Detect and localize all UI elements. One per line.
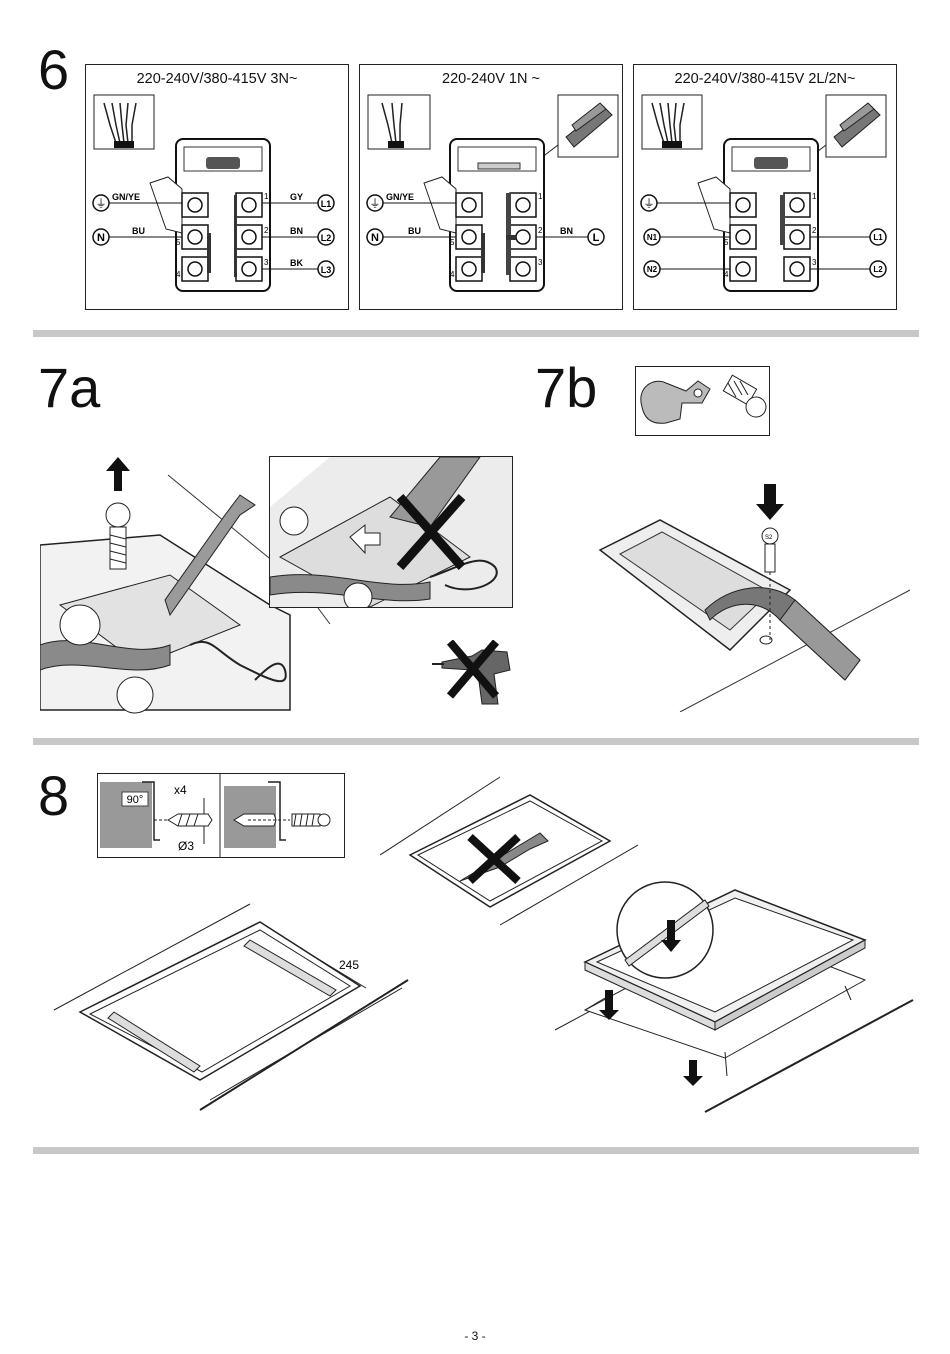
panel-title: 220-240V 1N ~	[360, 71, 622, 87]
wire-label-bn: BN	[560, 226, 573, 236]
l3-symbol: L3	[321, 265, 332, 275]
terminal-number: 2	[538, 226, 543, 235]
panel-title: 220-240V/380-415V 3N~	[86, 71, 348, 87]
terminal-number: 3	[264, 258, 269, 267]
clamp-screw-parts	[636, 367, 769, 435]
step-number-7a: 7a	[38, 360, 100, 416]
angle-label: 90°	[127, 794, 144, 806]
terminal-number: 2	[264, 226, 269, 235]
section-divider	[33, 1147, 919, 1154]
wiring-panel-2L2N: 220-240V/380-415V 2L/2N~	[633, 64, 897, 310]
hob-installation-illustration	[555, 880, 915, 1120]
terminal-number: 5	[176, 238, 181, 247]
worktop-brackets-illustration: 245	[50, 900, 420, 1115]
terminal-number: 2	[812, 226, 817, 235]
wrong-clamp-illustration	[270, 457, 512, 607]
drill-instructions: 90° x4 Ø3	[98, 774, 344, 857]
wire-label-bu: BU	[408, 226, 421, 236]
terminal-number: 3	[538, 258, 543, 267]
screw-label: S2	[765, 535, 773, 541]
page-number: - 3 -	[0, 1329, 950, 1343]
panel-title: 220-240V/380-415V 2L/2N~	[634, 71, 896, 87]
wire-label-bk: BK	[290, 258, 303, 268]
wiring-diagram-1N: ⏚ N L GN/YE BU BN 1 2 3 4 5	[360, 65, 622, 309]
terminal-number: 1	[264, 192, 269, 201]
n2-symbol: N2	[647, 265, 658, 274]
n1-symbol: N1	[647, 233, 658, 242]
wire-label-bn: BN	[290, 226, 303, 236]
wire-label-gnye: GN/YE	[386, 192, 414, 202]
ground-symbol: ⏚	[644, 197, 655, 210]
live-symbol: L	[593, 232, 600, 244]
clamp-screw-parts-box	[635, 366, 770, 436]
count-label: x4	[174, 783, 187, 797]
dimension-label: 245	[339, 958, 359, 972]
terminal-number: 4	[724, 270, 729, 279]
cable-clamp-fixing-illustration: S2	[590, 480, 920, 712]
l1-symbol: L1	[873, 233, 883, 242]
wiring-panel-1N: 220-240V 1N ~ ⏚	[359, 64, 623, 310]
step-number-7b: 7b	[535, 360, 597, 416]
wire-label-bu: BU	[132, 226, 145, 236]
neutral-symbol: N	[97, 232, 105, 244]
l2-symbol: L2	[873, 265, 883, 274]
wiring-panel-3N: 220-240V/380-415V 3N~ ⏚	[85, 64, 349, 310]
terminal-number: 1	[812, 192, 817, 201]
ground-symbol: ⏚	[96, 197, 107, 210]
ground-symbol: ⏚	[370, 197, 381, 210]
terminal-number: 5	[724, 238, 729, 247]
no-power-drill-icon	[432, 640, 516, 710]
step-number-6: 6	[38, 42, 69, 98]
leader-line	[300, 600, 340, 630]
drill-instructions-box: 90° x4 Ø3	[97, 773, 345, 858]
l1-symbol: L1	[321, 199, 332, 209]
wiring-diagram-3N: ⏚ N L1 L2 L3 GN/YE BU GY BN BK 1 2 3 4 5	[86, 65, 348, 309]
l2-symbol: L2	[321, 233, 332, 243]
terminal-number: 5	[450, 238, 455, 247]
wire-label-gnye: GN/YE	[112, 192, 140, 202]
neutral-symbol: N	[371, 232, 379, 244]
drill-diameter-label: Ø3	[178, 839, 194, 853]
terminal-number: 4	[450, 270, 455, 279]
wire-label-gy: GY	[290, 192, 303, 202]
step-number-8: 8	[38, 768, 69, 824]
terminal-number: 3	[812, 258, 817, 267]
wrong-clamp-inset	[269, 456, 513, 608]
section-divider	[33, 330, 919, 337]
wiring-diagram-2L2N: ⏚ N1 N2 L1 L2 1 2 3 4 5	[634, 65, 896, 309]
section-divider	[33, 738, 919, 745]
terminal-number: 1	[538, 192, 543, 201]
terminal-number: 4	[176, 270, 181, 279]
